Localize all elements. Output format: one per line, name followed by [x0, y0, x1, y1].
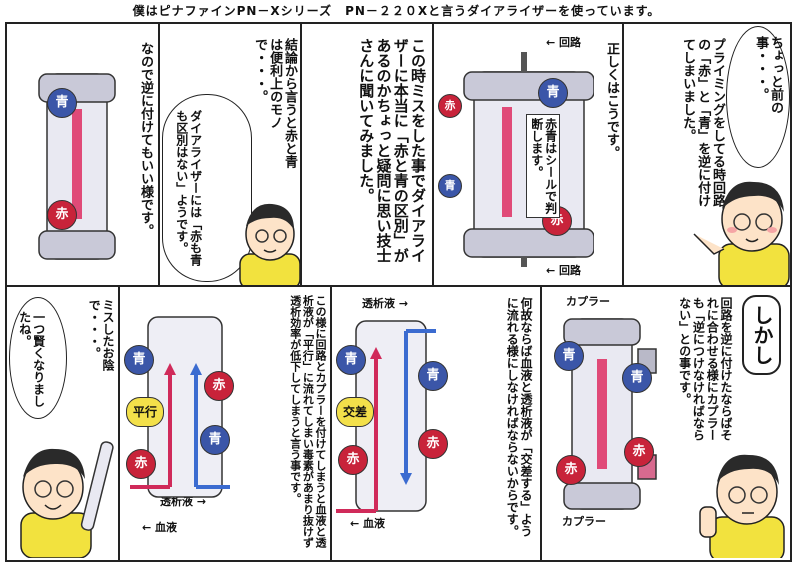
blue-coupler-badge: 青 [622, 363, 652, 393]
red-coupler-badge: 赤 [418, 429, 448, 459]
panel-4: 結論から言うと赤と青は便利上のモノで・・・。 ダイアライザーには「赤も青も区別は… [158, 22, 302, 287]
panel-5: なので逆に付けてもいい様です。 青 赤 [5, 22, 160, 287]
narration-text: 正しくはこうです。 [604, 42, 619, 159]
panel-2: 正しくはこうです。 ← 回路 ← 回路 青 赤 赤 青 赤青はシールで判断します… [432, 22, 624, 287]
cross-flow-illustration [336, 320, 436, 513]
narration-text: 結論から言うと赤と青は便利上のモノで・・・。 [252, 38, 297, 168]
red-label-badge: 赤 [47, 200, 77, 230]
narration-text: なので逆に付けてもいい様です。 [138, 42, 153, 237]
red-label-badge: 赤 [556, 455, 586, 485]
boy-happy-illustration [20, 441, 114, 558]
narration-text: この様に回路とカプラーを付けてしまうと血液と透析液が「平行」に流れてしまい毒素が… [288, 295, 327, 548]
blue-label-badge: 青 [538, 78, 568, 108]
speech-bubble [162, 94, 252, 282]
boy-thinking-illustration [699, 454, 785, 558]
narration-text: 回路を逆に付けたならばそれに合わせる様にカプラーも「逆につけなければならない」と… [677, 297, 733, 441]
circuit-label-top: ← 回路 [546, 36, 582, 49]
blue-side-badge: 青 [438, 174, 462, 198]
shout-text: しかし [742, 295, 781, 375]
blue-label-badge: 青 [47, 88, 77, 118]
coupler-label-bottom: カプラー [562, 515, 606, 528]
dialyzer-reversed-illustration [38, 73, 116, 260]
narration-text: ミスしたお陰で・・・。 [87, 299, 115, 371]
coupler-label-top: カプラー [566, 295, 610, 308]
speech-text: ちょっと前の事・・・。 [753, 36, 783, 114]
panel-3: この時ミスをした事でダイアライザーに本当に「赤と青の区別」があるのかちょっと疑問… [300, 22, 434, 287]
cross-flow-badge: 交差 [336, 397, 374, 427]
sticker-note: 赤青はシールで判断します。 [526, 114, 560, 218]
blue-coupler-badge: 青 [418, 361, 448, 391]
parallel-flow-badge: 平行 [126, 397, 164, 427]
boy-illustration [693, 181, 790, 285]
narration-text: プライミングをしてる時回路の「赤」と「青」を逆に付けてしまいました。 [680, 38, 725, 207]
dialysate-label: 透析液 → [160, 495, 207, 508]
blood-label: ← 血液 [142, 521, 178, 534]
narration-text: 何故ならば血液と透析液が「交差する」ように流れる様にしなければならないからです。 [505, 297, 533, 537]
blue-coupler-badge: 青 [200, 425, 230, 455]
panel-8: この様に回路とカプラーを付けてしまうと血液と透析液が「平行」に流れてしまい毒素が… [118, 285, 332, 562]
red-coupler-badge: 赤 [624, 437, 654, 467]
blood-label: ← 血液 [350, 517, 386, 530]
red-label-badge: 赤 [126, 449, 156, 479]
panel-1: ちょっと前の事・・・。 プライミングをしてる時回路の「赤」と「青」を逆に付けてし… [622, 22, 792, 287]
red-label-badge: 赤 [338, 445, 368, 475]
red-coupler-badge: 赤 [204, 371, 234, 401]
dialyzer-illustration [463, 52, 594, 267]
circuit-label-bottom: ← 回路 [546, 264, 582, 277]
panel-7: 何故ならば血液と透析液が「交差する」ように流れる様にしなければならないからです。… [330, 285, 542, 562]
speech-text: ダイアライザーには「赤も青も区別はない」ようです。 [174, 110, 203, 266]
narration-text: この時ミスをした事でダイアライザーに本当に「赤と青の区別」があるのかちょっと疑問… [357, 38, 427, 263]
parallel-flow-illustration [130, 316, 230, 498]
blue-label-badge: 青 [554, 341, 584, 371]
red-side-badge: 赤 [438, 94, 462, 118]
panel-6: しかし 回路を逆に付けたならばそれに合わせる様にカプラーも「逆につけなければなら… [540, 285, 792, 562]
dialysate-label: 透析液 → [362, 297, 409, 310]
technician-illustration [239, 203, 300, 285]
panel-9: 一つ賢くなりましたね。 ミスしたお陰で・・・。 [5, 285, 120, 562]
blue-label-badge: 青 [336, 345, 366, 375]
page-title: 僕はピナファインPN－Xシリーズ PN－２２０Xと言うダイアライザーを使っていま… [132, 4, 661, 18]
blue-label-badge: 青 [124, 345, 154, 375]
speech-bubble [9, 297, 67, 419]
speech-bubble [726, 26, 790, 168]
speech-text: 一つ賢くなりましたね。 [17, 311, 46, 407]
